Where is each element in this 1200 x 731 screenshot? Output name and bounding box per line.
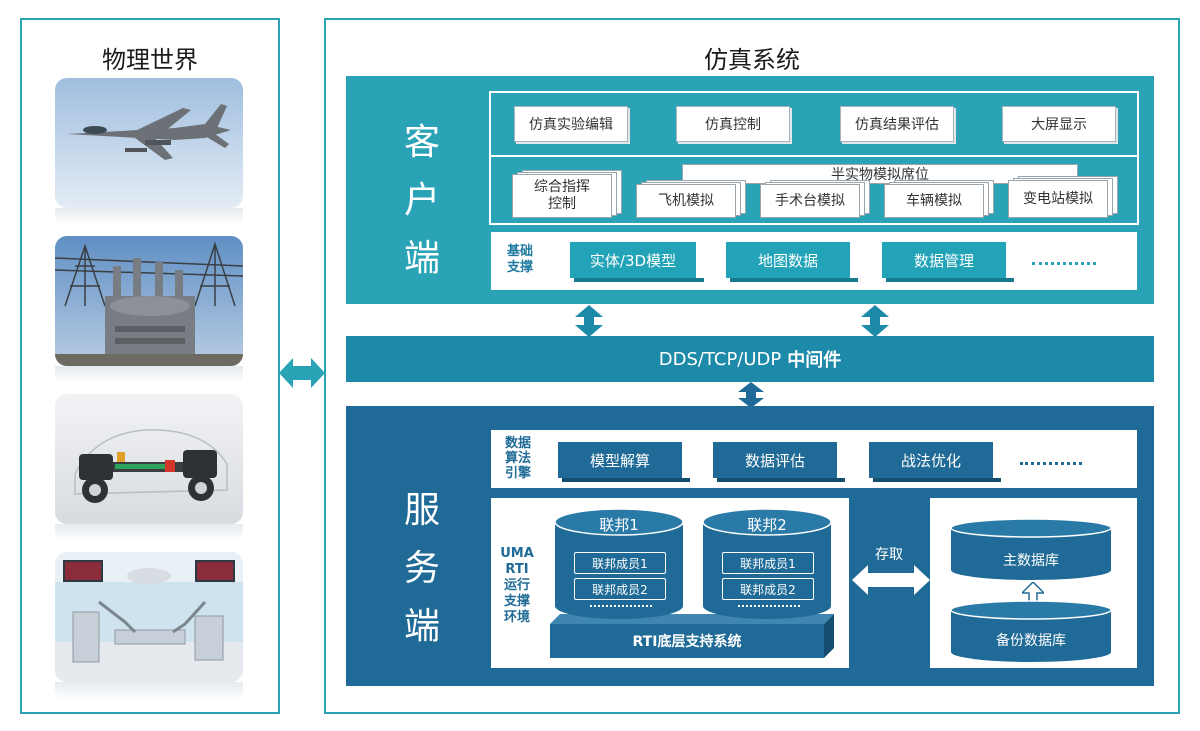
- federation-2-member-1: 联邦成员1: [722, 552, 814, 574]
- vehicle-sim-card: 车辆模拟: [884, 180, 996, 218]
- sim-control-card: 仿真控制: [676, 106, 790, 142]
- access-arrow-icon: [852, 565, 930, 595]
- photo-reflection: [55, 524, 243, 542]
- client-apps-divider: [491, 155, 1137, 157]
- simulation-system-title: 仿真系统: [704, 46, 800, 74]
- sim-result-eval-card: 仿真结果评估: [840, 106, 954, 142]
- backup-db-label: 备份数据库: [996, 633, 1066, 649]
- rti-base-label: RTI底层支持系统: [632, 634, 742, 650]
- data-management-block: 数据管理: [882, 242, 1014, 282]
- hil-seat-bar: 半实物模拟席位: [682, 164, 1078, 184]
- map-data-block: 地图数据: [726, 242, 858, 282]
- client-apps-box: [489, 91, 1139, 225]
- rti-environment-label: UMA RTI 运行 支撑 环境: [500, 546, 534, 625]
- bidirectional-arrow-icon: [279, 358, 325, 388]
- engine-more-ellipsis: [1020, 462, 1082, 466]
- base-support-label: 基础 支撑: [506, 244, 533, 275]
- tactic-optimize-block: 战法优化: [869, 442, 1001, 482]
- federation-1-name: 联邦1: [599, 516, 639, 534]
- data-eval-block: 数据评估: [713, 442, 845, 482]
- backup-db-cylinder: [950, 600, 1112, 662]
- photo-reflection: [55, 682, 243, 700]
- vehicle-chassis-photo: [55, 394, 243, 524]
- federation-1-member-2: 联邦成员2: [574, 578, 666, 600]
- middleware-protocols: DDS/TCP/UDP: [658, 348, 782, 370]
- main-db-label: 主数据库: [1003, 553, 1059, 569]
- substation-transformer-photo: [55, 236, 243, 366]
- client-title: 客 户 端: [403, 122, 440, 279]
- command-control-line1: 综合指挥: [534, 179, 590, 195]
- model-solve-block: 模型解算: [558, 442, 690, 482]
- sim-experiment-edit-card: 仿真实验编辑: [514, 106, 628, 142]
- client-middleware-arrow-icon: [861, 305, 889, 337]
- main-db-cylinder: [950, 518, 1112, 580]
- base-more-ellipsis: [1032, 262, 1096, 266]
- middleware-bar: DDS/TCP/UDP 中间件: [346, 336, 1154, 382]
- algorithm-engine-label: 数据 算法 引擎: [504, 436, 531, 481]
- middleware-name: 中间件: [787, 350, 842, 371]
- photo-reflection: [55, 208, 243, 226]
- aircraft-sim-card: 飞机模拟: [636, 180, 748, 218]
- federation-2-name: 联邦2: [747, 516, 787, 534]
- server-title: 服 务 端: [403, 490, 440, 647]
- federation-1-member-1: 联邦成员1: [574, 552, 666, 574]
- rti-base-shape: [550, 614, 834, 658]
- federation-1-more: [590, 605, 652, 609]
- command-control-card: 综合指挥控制: [512, 170, 624, 218]
- fighter-jet-photo: [55, 78, 243, 208]
- substation-sim-card: 变电站模拟: [1008, 176, 1120, 218]
- physical-world-title: 物理世界: [102, 46, 198, 74]
- client-middleware-arrow-icon: [575, 305, 603, 337]
- federation-2-more: [738, 605, 800, 609]
- federation-2-member-2: 联邦成员2: [722, 578, 814, 600]
- operating-room-photo: [55, 552, 243, 682]
- entity-3d-model-block: 实体/3D模型: [570, 242, 704, 282]
- middleware-server-arrow-icon: [738, 382, 764, 408]
- access-label: 存取: [875, 547, 903, 563]
- surgery-table-sim-card: 手术台模拟: [760, 180, 872, 218]
- big-screen-display-card: 大屏显示: [1002, 106, 1116, 142]
- photo-reflection: [55, 366, 243, 384]
- command-control-line2: 控制: [548, 196, 576, 212]
